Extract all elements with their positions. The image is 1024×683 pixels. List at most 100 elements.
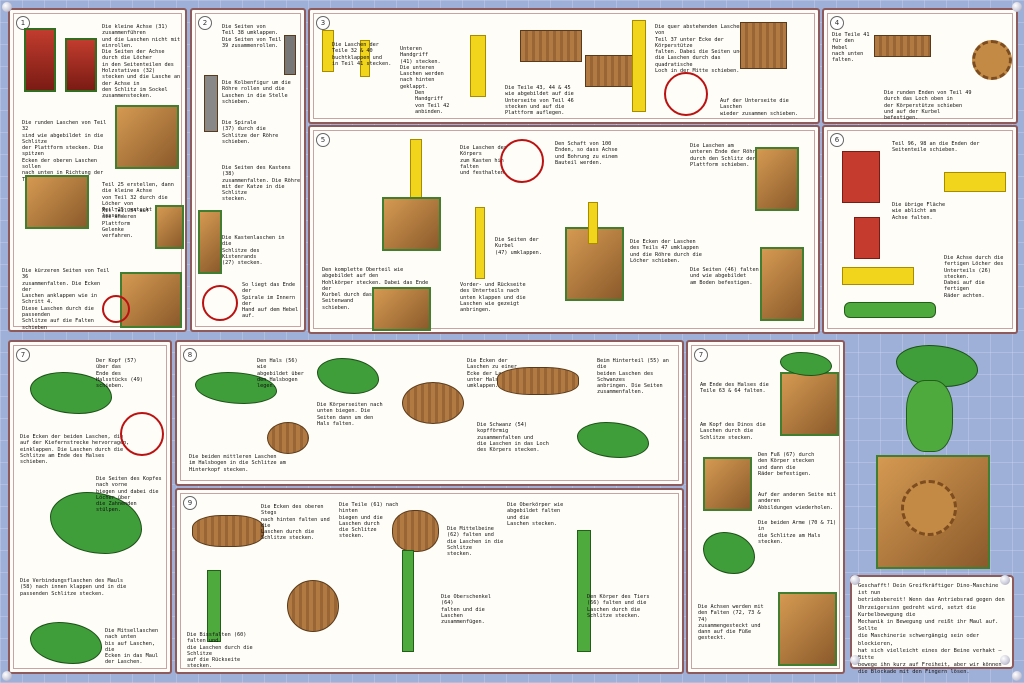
detail-circle <box>202 285 238 321</box>
instruction-text: Die Achsen werden mit den Falten (72, 73… <box>698 604 764 642</box>
instruction-text: Die quer abstehenden Laschen von Teil 37… <box>655 24 743 75</box>
instruction-text: Die beiden Arme (70 & 71) in die Schlitz… <box>758 520 837 545</box>
instruction-text: Die runden Enden von Teil 49 durch das L… <box>884 90 972 122</box>
illustration-crate <box>24 28 56 92</box>
instruction-text: Die Ecken der Laschen zu einer Ecke der … <box>467 358 517 390</box>
illustration-yellow-piece <box>470 35 486 97</box>
step-number-5: 5 <box>316 133 330 147</box>
rivet-icon <box>1012 2 1022 12</box>
instruction-text: Die Laschen des Körpers zum Kasten hin f… <box>460 145 507 177</box>
instruction-text: Die Kolbenfigur um die Röhre rollen und … <box>222 80 291 105</box>
illustration-body <box>497 367 579 395</box>
instruction-text: Den Körper des Tiers (66) falten und die… <box>587 594 650 619</box>
instruction-text: Die übrige Fläche wie ablicht am Achse f… <box>892 202 946 221</box>
instruction-text: Die Mittelbeine (62) falten und die Lasc… <box>447 526 504 558</box>
panel-step-7: 7 Der Kopf (57) über das Ende des Halsst… <box>8 340 172 674</box>
instruction-text: Die Teile 41 für den Hebel nach unten fa… <box>832 32 870 64</box>
illustration-dino-head <box>30 622 102 664</box>
illustration-yellow-piece <box>475 207 485 279</box>
illustration-dino-head <box>780 352 832 376</box>
illustration-crate <box>115 105 179 169</box>
panel-step-5: 5 Den komplette Oberteil wie abgebildet … <box>308 125 820 334</box>
illustration-crate <box>760 247 804 321</box>
step-number-7: 7 <box>16 348 30 362</box>
illustration-platform <box>585 55 637 87</box>
illustration-body <box>402 382 464 424</box>
illustration-yellow-piece <box>944 172 1006 192</box>
rivet-icon <box>1000 655 1010 665</box>
step-number-3: 3 <box>316 16 330 30</box>
instruction-text: Die kürzeren Seiten von Teil 36 zusammen… <box>22 268 110 331</box>
illustration-platform <box>520 30 582 62</box>
rivet-icon <box>2 671 12 681</box>
illustration-red-piece <box>854 217 880 259</box>
illustration-crate <box>120 272 182 328</box>
instruction-text: Die Ecken des oberen Stegs nach hinten f… <box>261 504 330 542</box>
instruction-text: Die beiden mittleren Laschen im Halsboge… <box>189 454 286 473</box>
illustration-yellow-piece <box>322 30 334 72</box>
illustration-yellow-piece <box>842 267 914 285</box>
illustration-green-piece <box>207 570 221 642</box>
step-number-1: 1 <box>16 16 30 30</box>
rivet-icon <box>850 655 860 665</box>
rivet-icon <box>850 575 860 585</box>
step-number-8: 8 <box>183 348 197 362</box>
instruction-text: Die Seiten (46) falten und wie abgebilde… <box>690 267 759 286</box>
instruction-text: Den Hals (56) wie abgebildet über den Ha… <box>257 358 304 390</box>
instruction-text: Die Seiten des Kastens (38) zusammenfalt… <box>222 165 301 203</box>
panel-step-3: 3 Die Laschen der Teile 32 & 40 buchtkla… <box>308 8 820 124</box>
illustration-gear <box>901 480 957 536</box>
illustration-green-piece <box>402 550 414 652</box>
illustration-crate <box>198 210 222 274</box>
instruction-text: Die Verbindungsflaschen des Mauls (58) n… <box>20 578 127 597</box>
instruction-text: Beim Hinterteil (55) an die beiden Lasch… <box>597 358 669 396</box>
instruction-text: Auf der Unterseite die Laschen wieder zu… <box>720 98 799 117</box>
instruction-text: Die Bissfalten (60) falten und die Lasch… <box>187 632 253 670</box>
rivet-icon <box>1000 575 1010 585</box>
instruction-text: Die Ecken der Laschen des Teils 47 umkla… <box>630 239 702 264</box>
final-note-text: Geschafft! Dein Greifkräftiger Dino-Masc… <box>858 583 1005 676</box>
rivet-icon <box>2 2 12 12</box>
illustration-crate <box>780 372 839 436</box>
instruction-text: Die kleine Achse (31) zusammenführen und… <box>102 24 181 100</box>
detail-circle <box>500 139 544 183</box>
instruction-text: Die Oberkörper wie abgebildet falten und… <box>507 502 564 527</box>
illustration-gear <box>972 40 1012 80</box>
illustration-red-piece <box>842 151 880 203</box>
illustration-yellow-piece <box>588 202 598 244</box>
panel-step-10: 7 Am Ende des Halses die Teile 63 & 64 f… <box>686 340 845 674</box>
instruction-text: Mit Teil 34 auf die anderen Plattform Ge… <box>102 208 149 240</box>
illustration-crate <box>703 457 752 511</box>
instruction-text: Die Laschen der Teile 32 & 40 buchtklapp… <box>332 42 392 67</box>
instruction-text: Die Laschen am unteren Ende der Röhre du… <box>690 143 759 168</box>
step-number-4: 4 <box>830 16 844 30</box>
panel-step-6: 6 Teil 96, 98 an die Enden der Seitentei… <box>822 125 1018 334</box>
step-number-10: 7 <box>694 348 708 362</box>
instruction-text: Am Kopf des Dinos die Laschen durch die … <box>700 422 766 441</box>
illustration-dino-head <box>703 532 755 574</box>
instruction-text: Auf der anderen Seite mit anderen Abbild… <box>758 492 837 511</box>
illustration-crate <box>755 147 799 211</box>
illustration-body <box>287 580 339 632</box>
instruction-text: Teil 96, 98 an die Enden der Seitenteile… <box>892 141 980 154</box>
instruction-text: Den Handgriff von Teil 42 anbinden. <box>415 90 450 115</box>
illustration-crate <box>65 38 97 92</box>
illustration-body <box>392 510 439 552</box>
instruction-text: Am Ende des Halses die Teile 63 & 64 fal… <box>700 382 769 395</box>
instruction-text: Die Ecken der beiden Laschen, die auf de… <box>20 434 130 466</box>
instruction-text: Die Mitsellaschen nach unten bis auf Las… <box>105 628 159 666</box>
instruction-text: Die Seiten des Kopfes nach vorne biegen … <box>96 476 162 514</box>
instruction-text: Die Seiten der Kurbel (47) umklappen. <box>495 237 542 256</box>
detail-circle <box>102 295 130 323</box>
instruction-text: Den Fuß (67) durch den Körper stecken un… <box>758 452 815 477</box>
instruction-text: Die Teile 43, 44 & 45 wie abgebildet auf… <box>505 85 574 117</box>
illustration-yellow-piece <box>410 139 422 201</box>
instruction-text: Der Kopf (57) über das Ende des Halsstüc… <box>96 358 143 390</box>
panel-step-4: 4 Die Teile 41 für den Hebel nach unten … <box>822 8 1018 124</box>
instruction-text: Die Teile (61) nach hinten biegen und di… <box>339 502 399 540</box>
instruction-text: Den komplette Oberteil wie abgebildet au… <box>322 267 429 311</box>
instruction-text: Die Oberschenkel (64) falten und die Las… <box>441 594 491 626</box>
illustration-crate <box>382 197 441 251</box>
illustration-dino-head <box>577 422 649 458</box>
